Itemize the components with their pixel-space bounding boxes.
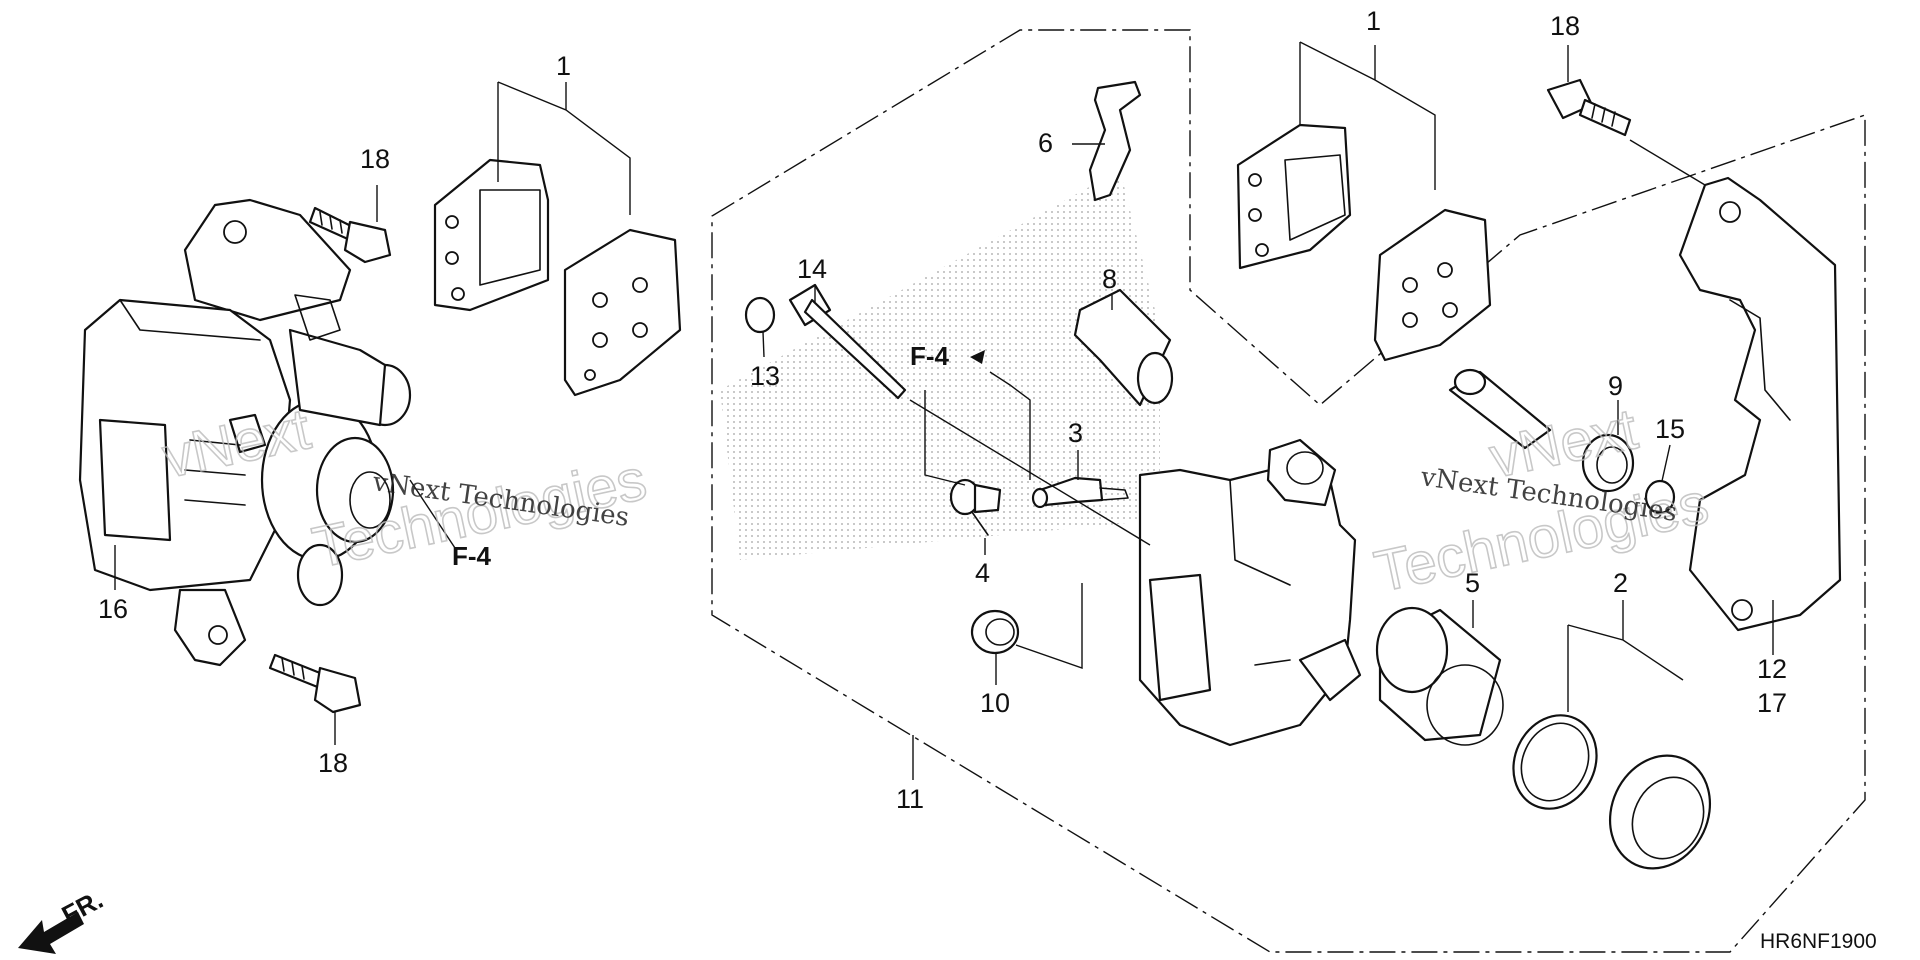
- callout-bolt-18-top-right: 18: [1550, 11, 1580, 41]
- reference-f4-center: F-4: [910, 341, 950, 371]
- callout-pad-left: 1: [556, 51, 571, 81]
- callout-pad-right: 1: [1366, 6, 1381, 36]
- callout-bolt-18-top-left: 18: [360, 144, 390, 174]
- callout-clip-15: 15: [1655, 414, 1685, 444]
- callout-pin-boot-8: 8: [1102, 264, 1117, 294]
- pad-spring-6-drawing: [1088, 80, 1142, 202]
- assembly-boundary-dashed: [711, 29, 1866, 953]
- reference-f4-left: F-4: [452, 541, 492, 571]
- callout-spring-6: 6: [1038, 128, 1053, 158]
- callout-seal-2: 2: [1613, 568, 1628, 598]
- caliper-assembly-16-drawing: [78, 198, 412, 667]
- piston-5-drawing: [1375, 606, 1504, 746]
- stipple-background: [720, 170, 1160, 560]
- brake-pad-right-pair-drawing: [1236, 123, 1492, 362]
- callout-bracket-17: 17: [1757, 688, 1787, 718]
- reference-labels: F-4 F-4: [452, 341, 985, 571]
- callout-bracket-12: 12: [1757, 654, 1787, 684]
- leader-lines: [114, 41, 1774, 780]
- callout-bleeder-3: 3: [1068, 418, 1083, 448]
- front-arrow-icon: [18, 912, 84, 954]
- plug-13-drawing: [744, 296, 776, 334]
- bolt-18-top-right-drawing: [1546, 78, 1632, 137]
- bolt-18-top-left-drawing: [308, 206, 392, 264]
- callout-labels: 1 18 16 18 6 14 13 8 3 4 10 11 5 2 1 18 …: [98, 6, 1787, 814]
- pad-pin-14-drawing: [788, 283, 907, 400]
- callout-cap-4: 4: [975, 558, 990, 588]
- diagram-code: HR6NF1900: [1760, 930, 1877, 953]
- bolt-18-bottom-left-drawing: [268, 653, 362, 714]
- caliper-bracket-12-17-drawing: [1678, 176, 1842, 632]
- boot-10-drawing: [970, 609, 1020, 655]
- callout-boot-10: 10: [980, 688, 1010, 718]
- callout-piston-5: 5: [1465, 568, 1480, 598]
- caliper-body-11-drawing: [1138, 438, 1362, 747]
- bleeder-3-drawing: [1031, 476, 1129, 509]
- bleeder-cap-4-drawing: [949, 478, 1002, 536]
- callout-plug-13: 13: [750, 361, 780, 391]
- arrow-f4-center-icon: [970, 350, 985, 364]
- callout-caliper-11: 11: [896, 784, 924, 814]
- callout-pin-9: 9: [1608, 371, 1623, 401]
- callout-caliper-assy-16: 16: [98, 594, 128, 624]
- pin-boot-8-drawing: [1073, 288, 1174, 407]
- seal-2-drawing: [1512, 714, 1712, 870]
- clip-15-drawing: [1644, 479, 1676, 515]
- front-direction-indicator: FR.: [18, 884, 108, 954]
- callout-bolt-18-bottom-left: 18: [318, 748, 348, 778]
- slide-pin-9-drawing: [1448, 368, 1635, 493]
- callout-pad-pin-14: 14: [797, 254, 827, 284]
- brake-pad-left-pair-drawing: [433, 158, 682, 397]
